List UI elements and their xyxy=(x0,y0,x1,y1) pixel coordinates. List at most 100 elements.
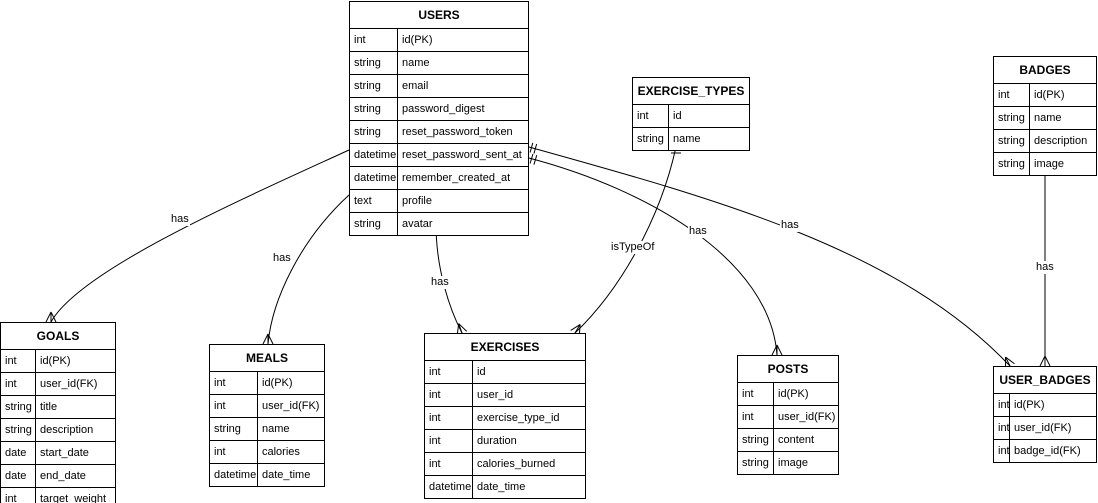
attribute-name: id xyxy=(673,110,682,122)
entity-title: EXERCISE_TYPES xyxy=(633,78,749,105)
attribute-name: name xyxy=(262,423,290,435)
attribute-row: int user_id(FK) xyxy=(210,395,324,418)
attribute-type: string xyxy=(994,107,1030,129)
attribute-name: title xyxy=(40,401,58,413)
relationship-line xyxy=(267,194,350,345)
attribute-row: string name xyxy=(633,128,749,150)
cardinality-bar xyxy=(529,153,534,164)
attribute-type: string xyxy=(350,75,398,97)
attribute-name: calories xyxy=(262,446,300,458)
cardinality-one-marker xyxy=(529,142,538,154)
attribute-name: profile xyxy=(402,195,432,207)
entity-title: POSTS xyxy=(738,356,838,383)
crows-foot-prong xyxy=(458,323,468,332)
cardinality-many-marker xyxy=(1039,355,1051,367)
crows-foot-prong xyxy=(262,333,269,345)
attribute-row: datetime date_time xyxy=(210,464,324,486)
attribute-name: date_time xyxy=(477,481,526,493)
attribute-row: int duration xyxy=(425,430,585,453)
relationship-label: has xyxy=(780,219,800,232)
attribute-type: int xyxy=(738,406,774,428)
attribute-name: description xyxy=(40,424,94,436)
attribute-type: int xyxy=(210,395,258,417)
attribute-name: image xyxy=(778,457,808,469)
crows-foot-prong xyxy=(1005,356,1011,367)
attribute-type: string xyxy=(1,396,36,418)
attribute-type: int xyxy=(425,430,473,452)
attribute-row: string avatar xyxy=(350,213,528,235)
cardinality-many-marker xyxy=(771,344,783,356)
attribute-name: date_time xyxy=(262,469,311,481)
crows-foot-prong xyxy=(771,344,778,356)
attribute-type: string xyxy=(994,130,1030,152)
attribute-name: reset_password_sent_at xyxy=(402,149,522,161)
attribute-type: datetime xyxy=(210,464,258,486)
crows-foot-prong xyxy=(1039,355,1046,367)
attribute-name: user_id(FK) xyxy=(262,400,320,412)
attribute-name: duration xyxy=(477,435,517,447)
attribute-name: image xyxy=(1034,158,1064,170)
attribute-name: name xyxy=(402,57,430,69)
attribute-row: string name xyxy=(994,107,1096,130)
crows-foot-prong xyxy=(776,344,783,356)
relationship-label: has xyxy=(170,213,190,226)
relationship-label: has xyxy=(272,252,292,265)
relationship-label: has xyxy=(1035,261,1055,274)
attribute-type: int xyxy=(1,373,36,395)
attribute-type: string xyxy=(350,98,398,120)
attribute-type: datetime xyxy=(350,167,398,189)
attribute-type: string xyxy=(738,452,774,474)
attribute-type: int xyxy=(738,383,774,405)
entity-title: BADGES xyxy=(994,57,1096,84)
attribute-type: int xyxy=(425,361,473,383)
attribute-type: string xyxy=(210,418,258,440)
entity-title: GOALS xyxy=(1,323,115,350)
crows-foot-prong xyxy=(267,333,274,345)
crows-foot-prong xyxy=(1044,355,1051,367)
attribute-type: string xyxy=(633,128,669,150)
attribute-name: target_weight xyxy=(40,493,107,503)
attribute-type: text xyxy=(350,190,398,212)
relationship-line xyxy=(528,146,1011,367)
attribute-name: avatar xyxy=(402,218,433,230)
cardinality-one-marker xyxy=(529,153,538,165)
attribute-type: datetime xyxy=(425,476,473,498)
attribute-name: start_date xyxy=(40,447,89,459)
attribute-name: name xyxy=(673,133,701,145)
cardinality-bar xyxy=(533,143,538,154)
attribute-name: user_id xyxy=(477,389,514,401)
attribute-type: string xyxy=(350,213,398,235)
attribute-name: user_id(FK) xyxy=(1014,422,1072,434)
attribute-name: password_digest xyxy=(402,103,485,115)
crows-foot-prong xyxy=(456,323,460,335)
attribute-type: int xyxy=(994,417,1010,439)
crows-foot-prong xyxy=(574,324,581,334)
entity-title: USER_BADGES xyxy=(994,367,1096,394)
cardinality-many-marker xyxy=(262,333,274,345)
crows-foot-prong xyxy=(50,311,57,323)
attribute-name: name xyxy=(1034,112,1062,124)
